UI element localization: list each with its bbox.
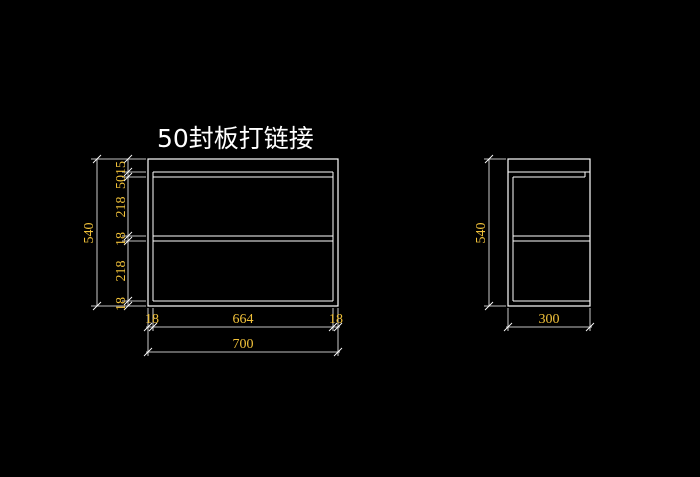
width-tick-338	[333, 322, 343, 332]
width-tick-153	[148, 322, 158, 332]
side-view: 540 300	[474, 154, 595, 332]
front-top-dim-label-b: 50	[114, 175, 129, 189]
front-bottom-thickness-label: 18	[114, 297, 129, 311]
chain-tick-301	[123, 296, 133, 306]
front-height-tick-top	[92, 154, 102, 164]
side-outer-frame	[507, 158, 591, 307]
front-overall-width-label: 700	[233, 337, 254, 352]
width-tick-333	[328, 322, 338, 332]
width-tick-148	[143, 322, 153, 332]
front-lower-gap-label: 218	[114, 261, 129, 282]
front-upper-gap-label: 218	[114, 197, 129, 218]
chain-tick-236	[123, 231, 133, 241]
chain-tick-241	[123, 236, 133, 246]
front-left-side-width-label: 18	[145, 312, 159, 327]
drawing-title: 50封板打链接	[157, 124, 314, 153]
front-shelf-thickness-label: 18	[114, 232, 129, 246]
chain-tick-177	[123, 172, 133, 182]
side-height-tick-top	[484, 154, 494, 164]
side-height-label: 540	[474, 223, 489, 244]
overall-width-tick-left	[143, 347, 153, 357]
chain-tick-172	[123, 167, 133, 177]
front-outer-frame	[147, 158, 339, 307]
side-height-tick-bottom	[484, 301, 494, 311]
overall-width-tick-right	[333, 347, 343, 357]
front-height-tick-bottom	[92, 301, 102, 311]
front-top-dim-label-a: 15	[114, 161, 129, 175]
side-depth-label: 300	[539, 312, 560, 327]
chain-tick-306	[123, 301, 133, 311]
side-depth-tick-left	[503, 322, 513, 332]
chain-tick-159	[123, 154, 133, 164]
front-right-side-width-label: 18	[329, 312, 343, 327]
front-view: 540 15 50 218 18 218 18 18 664 18	[82, 154, 343, 357]
front-overall-height-label: 540	[82, 223, 97, 244]
side-depth-tick-right	[585, 322, 595, 332]
front-inner-width-label: 664	[233, 312, 254, 327]
